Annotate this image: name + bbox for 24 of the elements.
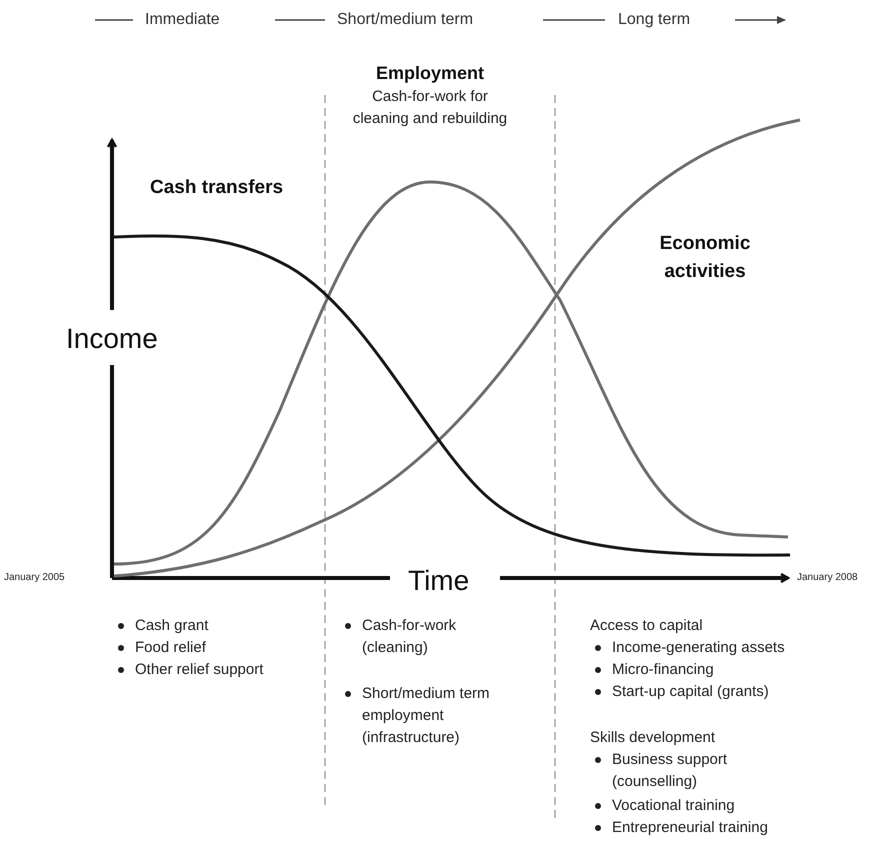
list-item: Business support (counselling): [612, 750, 728, 792]
list-item: Vocational training: [612, 796, 735, 816]
curve-description: Cash-for-work for cleaning and rebuilding: [352, 87, 508, 129]
list-item: Micro-financing: [612, 660, 714, 680]
list-item: Food relief: [135, 638, 206, 658]
list-item: Entrepreneurial training: [612, 818, 768, 838]
date-label: January 2008: [797, 571, 858, 585]
list-item: Cash-for-work (cleaning): [362, 616, 458, 658]
axis-label: Time: [408, 564, 470, 598]
list-heading: Access to capital: [590, 616, 703, 636]
list-heading: Skills development: [590, 728, 716, 748]
list-item: Short/medium term employment (infrastructure): [362, 684, 491, 748]
date-label: January 2005: [4, 571, 65, 585]
list-item: Other relief support: [135, 660, 264, 680]
curve-label: Employment: [374, 62, 486, 85]
axis-label: Income: [66, 322, 158, 356]
phase-label: Short/medium term: [337, 10, 474, 30]
list-item: Cash grant: [135, 616, 208, 636]
curve-label: Cash transfers: [150, 176, 284, 200]
list-item: Income-generating assets: [612, 638, 785, 658]
list-item: Start-up capital (grants): [612, 682, 769, 702]
phase-label: Long term: [618, 10, 690, 30]
phase-label: Immediate: [145, 10, 220, 30]
curve-label: Economic activities: [658, 232, 752, 284]
